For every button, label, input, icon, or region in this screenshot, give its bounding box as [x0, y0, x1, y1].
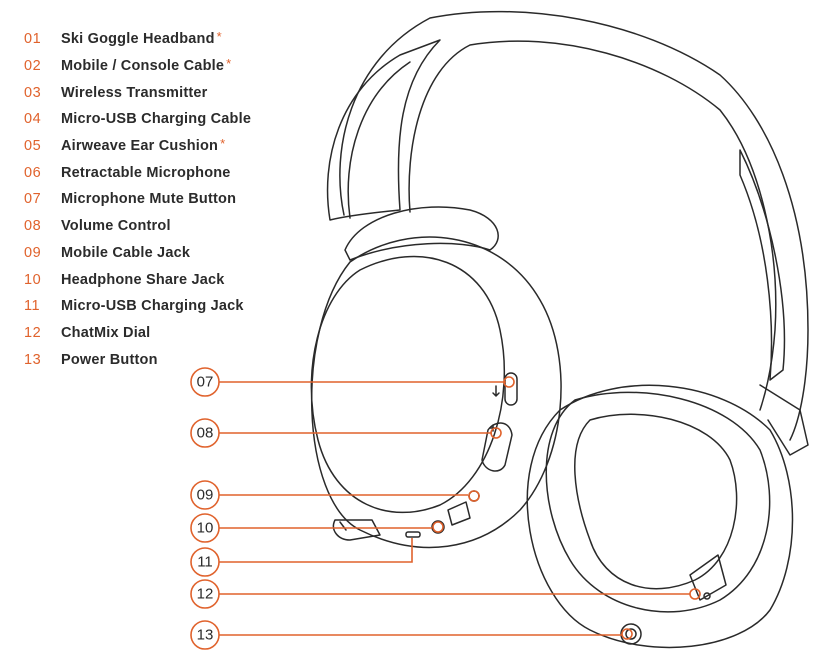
right-ear-cushion-outer: [545, 391, 771, 613]
part-name: ChatMix Dial: [61, 324, 151, 341]
part-item: 01 Ski Goggle Headband*: [24, 26, 251, 53]
callout-12-label: 12: [197, 586, 214, 603]
headband-inner: [408, 40, 777, 411]
callout-07-circle: [190, 367, 220, 397]
part-item: 05 Airweave Ear Cushion*: [24, 133, 251, 160]
part-item: 13 Power Button: [24, 346, 251, 373]
part-name: Volume Control: [61, 218, 171, 235]
usb-port: [405, 531, 421, 538]
pointer-12: [689, 588, 701, 600]
callout-12-circle: [190, 579, 220, 609]
headphone-share-jack: [431, 520, 445, 534]
part-number: 01: [24, 31, 42, 48]
part-number: 04: [24, 111, 42, 128]
part-number: 08: [24, 218, 42, 235]
callout-07-label: 07: [197, 374, 214, 391]
part-item: 08 Volume Control: [24, 213, 251, 240]
part-number: 09: [24, 244, 42, 261]
part-name: Mobile / Console Cable: [61, 58, 225, 75]
right-earcup-shell: [526, 384, 794, 649]
part-name: Retractable Microphone: [61, 164, 231, 181]
chatmix-marker: [703, 592, 711, 600]
power-button: [620, 623, 642, 645]
left-yoke: [344, 206, 499, 261]
part-name: Microphone Mute Button: [61, 191, 237, 208]
part-number: 06: [24, 164, 42, 181]
part-item: 06 Retractable Microphone: [24, 159, 251, 186]
headband-outer: [339, 10, 809, 441]
left-earcup-shell: [310, 236, 562, 549]
callout-13-label: 13: [197, 627, 214, 644]
callout-09-label: 09: [197, 487, 214, 504]
part-name: Mobile Cable Jack: [61, 244, 191, 261]
callout-08-circle: [190, 418, 220, 448]
callout-10-label: 10: [197, 520, 214, 537]
callout-08-label: 08: [197, 425, 214, 442]
part-name: Airweave Ear Cushion: [61, 138, 219, 155]
part-number: 11: [24, 298, 41, 315]
part-item: 04 Micro-USB Charging Cable: [24, 106, 251, 133]
volume-wheel: [481, 422, 513, 472]
part-name: Ski Goggle Headband: [61, 31, 215, 48]
part-number: 10: [24, 271, 42, 288]
pointer-10: [432, 521, 444, 533]
jack-port: [447, 501, 471, 526]
chatmix-dial: [689, 554, 727, 601]
part-item: 12 ChatMix Dial: [24, 320, 251, 347]
replaceable-part-asterisk: *: [226, 55, 232, 71]
mic-glyph-icon: [492, 385, 500, 397]
mute-button: [504, 372, 518, 406]
pointer-08: [490, 427, 502, 439]
part-name: Micro-USB Charging Cable: [61, 111, 252, 128]
part-item: 10 Headphone Share Jack: [24, 266, 251, 293]
part-item: 09 Mobile Cable Jack: [24, 240, 251, 267]
part-number: 07: [24, 191, 42, 208]
power-button-inner: [625, 628, 637, 640]
left-earcup-plate: [310, 255, 506, 514]
callout-11-label: 11: [197, 554, 213, 571]
part-item: 03 Wireless Transmitter: [24, 79, 251, 106]
right-ear-cushion-inner: [574, 413, 738, 590]
headband-right-end: [759, 384, 809, 456]
microphone-boom: [332, 519, 381, 541]
replaceable-part-asterisk: *: [216, 28, 222, 44]
ski-goggle-strap: [326, 39, 441, 221]
ski-goggle-strap-edge: [347, 61, 411, 219]
callout-09-circle: [190, 480, 220, 510]
callout-13-circle: [190, 620, 220, 650]
part-item: 02 Mobile / Console Cable*: [24, 53, 251, 80]
callout-10-circle: [190, 513, 220, 543]
pointer-13: [621, 628, 633, 640]
part-name: Micro-USB Charging Jack: [61, 298, 244, 315]
pointer-09: [468, 490, 480, 502]
part-item: 07 Microphone Mute Button: [24, 186, 251, 213]
part-name: Wireless Transmitter: [61, 84, 208, 101]
part-number: 13: [24, 351, 42, 368]
part-number: 03: [24, 84, 42, 101]
replaceable-part-asterisk: *: [220, 135, 226, 151]
part-number: 02: [24, 58, 42, 75]
part-number: 12: [24, 324, 42, 341]
part-number: 05: [24, 138, 42, 155]
pointer-07: [503, 376, 515, 388]
part-name: Power Button: [61, 351, 158, 368]
part-name: Headphone Share Jack: [61, 271, 225, 288]
part-item: 11 Micro-USB Charging Jack: [24, 293, 251, 320]
leader-11: [218, 538, 413, 563]
callout-11-circle: [190, 547, 220, 577]
headband-right-strap: [739, 149, 786, 381]
